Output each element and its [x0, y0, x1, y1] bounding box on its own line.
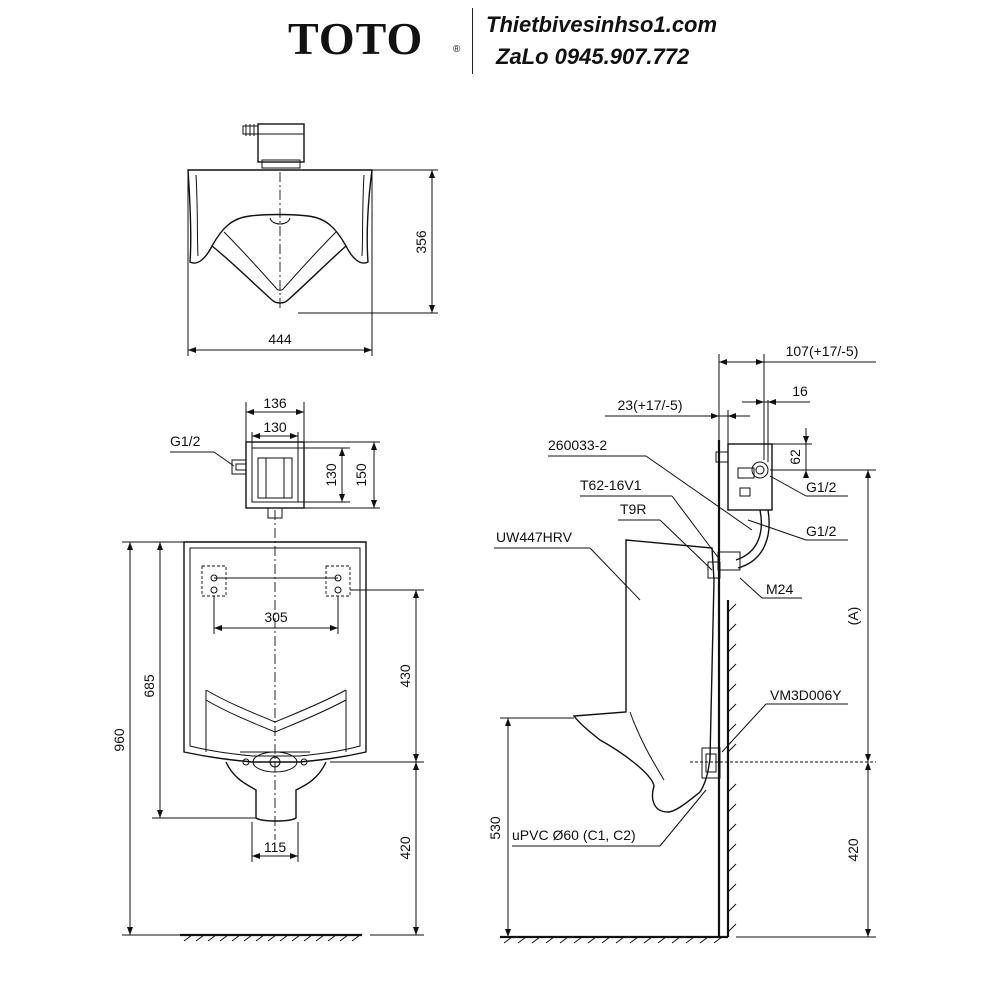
dim-a: (A)	[845, 607, 861, 626]
label-uw447hrv: UW447HRV	[496, 529, 573, 545]
front-outlet	[225, 761, 327, 822]
side-view: 107(+17/-5) 23(+17/-5) 16 62 (A) 420	[487, 343, 876, 944]
dim-685: 685	[141, 674, 157, 698]
label-vm3d006y: VM3D006Y	[770, 687, 842, 703]
dim-305: 305	[264, 609, 288, 625]
front-urinal-body	[183, 541, 367, 763]
label-side-g12-mid: G1/2	[806, 523, 837, 539]
label-upvc: uPVC Ø60 (C1, C2)	[512, 827, 636, 843]
dim-16: 16	[792, 383, 808, 399]
dim-107: 107(+17/-5)	[786, 343, 859, 359]
dim-430: 430	[397, 664, 413, 688]
side-urinal-body	[572, 539, 715, 813]
dim-23: 23(+17/-5)	[618, 397, 683, 413]
label-front-g12: G1/2	[170, 433, 201, 449]
dim-130-width: 130	[263, 419, 287, 435]
header: TOTO ® Thietbivesinhso1.com ZaLo 0945.90…	[0, 0, 1000, 90]
front-view: 136 130 130 150 G1/2	[111, 395, 424, 942]
label-t9r: T9R	[620, 501, 646, 517]
label-t62-16v1: T62-16V1	[580, 477, 642, 493]
label-m24: M24	[766, 581, 793, 597]
label-260033-2: 260033-2	[548, 437, 607, 453]
dim-62: 62	[787, 449, 803, 465]
top-basin-outline	[187, 169, 373, 264]
dim-115: 115	[264, 839, 287, 855]
dim-420-side: 420	[845, 838, 861, 862]
front-inlet-fitting	[231, 459, 247, 475]
header-divider	[472, 8, 473, 74]
side-valve-box	[727, 443, 773, 511]
top-valve-box	[257, 123, 305, 163]
dim-420-front: 420	[397, 836, 413, 860]
top-view: 356 444	[187, 123, 438, 356]
dim-530: 530	[487, 816, 503, 840]
dim-960: 960	[111, 728, 127, 752]
dim-136: 136	[263, 395, 287, 411]
website-text: Thietbivesinhso1.com	[486, 12, 718, 37]
dim-130-height: 130	[323, 463, 339, 487]
dim-150: 150	[353, 463, 369, 487]
side-flex-pipe	[735, 509, 763, 561]
top-lip-v	[211, 245, 347, 304]
label-side-g12-top: G1/2	[806, 479, 837, 495]
contact-text: ZaLo 0945.907.772	[496, 44, 690, 69]
registered-mark: ®	[453, 44, 461, 55]
dim-356: 356	[413, 230, 429, 254]
toto-logo: TOTO	[288, 13, 424, 64]
dim-444: 444	[268, 331, 292, 347]
